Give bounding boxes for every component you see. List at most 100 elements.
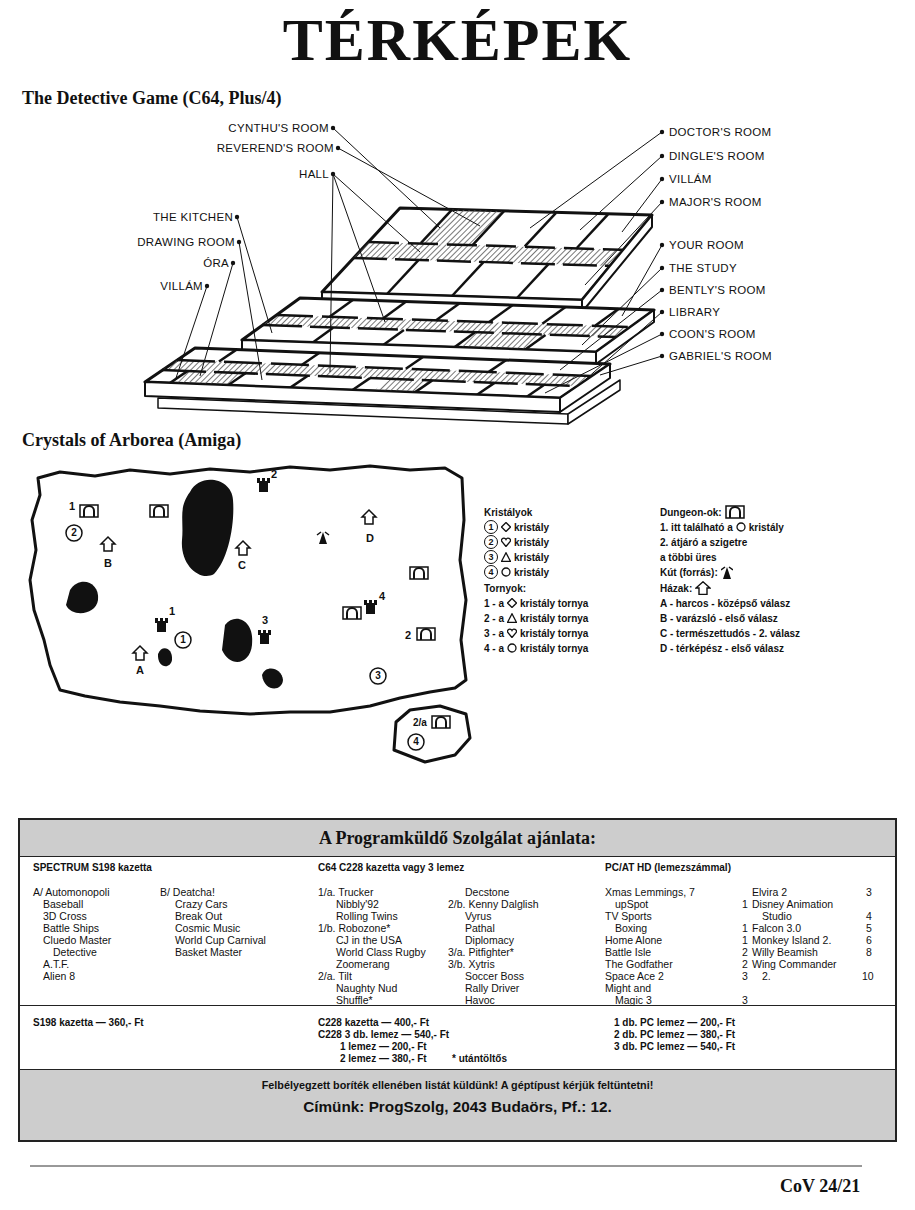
path-shape bbox=[508, 614, 517, 623]
line-shape bbox=[454, 333, 474, 348]
line-shape bbox=[560, 290, 662, 370]
line-shape bbox=[387, 260, 418, 294]
use-shape bbox=[410, 567, 428, 579]
line-shape bbox=[600, 356, 662, 375]
table-item: Home Alone bbox=[605, 934, 662, 946]
table-item: 3D Cross bbox=[43, 910, 87, 922]
key-text: a többi üres bbox=[660, 552, 717, 563]
key-row: 2 kristály bbox=[484, 535, 549, 549]
path-shape bbox=[723, 567, 731, 579]
legend-text: Házak: bbox=[660, 583, 692, 594]
use-shape bbox=[150, 505, 168, 517]
circle-shape bbox=[660, 332, 664, 336]
price-line: S198 kazetta — 360,- Ft bbox=[33, 1017, 144, 1029]
band-text: Címünk: ProgSzolg, 2043 Budaörs, Pf.: 12… bbox=[20, 1098, 895, 1116]
circle-shape bbox=[660, 266, 664, 270]
key-row: Kút (forrás): bbox=[660, 565, 733, 579]
disk-count: 5 bbox=[866, 922, 872, 934]
use-shape bbox=[362, 510, 376, 524]
room-label: COON'S ROOM bbox=[669, 328, 756, 341]
table-item: Nibbly'92 bbox=[336, 898, 379, 910]
legend-text: kristály bbox=[514, 552, 549, 563]
line-shape bbox=[353, 378, 371, 390]
line-shape bbox=[333, 174, 385, 322]
table-item: World Class Rugby bbox=[336, 946, 426, 958]
table-item: Monkey Island 2. bbox=[752, 934, 831, 946]
line-shape bbox=[542, 307, 565, 324]
line-shape bbox=[436, 303, 459, 320]
line-shape bbox=[530, 132, 662, 228]
disk-count: 4 bbox=[866, 910, 872, 922]
legend-text: kristály bbox=[514, 567, 549, 578]
circle-shape bbox=[235, 215, 239, 219]
room-label: LIBRARY bbox=[669, 306, 720, 319]
map-number: 2 bbox=[405, 629, 411, 642]
key-row: 2 - akristály tornya bbox=[484, 611, 588, 625]
polygon-shape bbox=[162, 360, 592, 386]
table-item: Cluedo Master Detective bbox=[43, 934, 123, 958]
circled-number: 2 bbox=[484, 535, 498, 549]
line-shape bbox=[585, 202, 662, 285]
price-line: 1 lemez — 200,- Ft bbox=[340, 1041, 427, 1053]
use-shape bbox=[258, 630, 271, 644]
disk-count: 2 bbox=[742, 946, 748, 958]
disk-count: 3 bbox=[742, 994, 748, 1006]
circle-shape bbox=[331, 126, 335, 130]
panel-heading: A Programküldő Szolgálat ajánlata: bbox=[20, 820, 895, 857]
line-shape bbox=[170, 371, 188, 383]
table-item: The Godfather bbox=[605, 958, 673, 970]
circled-number: 4 bbox=[484, 565, 498, 579]
house-letter: B bbox=[104, 557, 112, 570]
circled-number: 3 bbox=[484, 550, 498, 564]
circle-shape bbox=[205, 284, 209, 288]
key-text: 1. itt található a bbox=[660, 522, 733, 533]
table-item: Rally Driver bbox=[465, 982, 519, 994]
line-shape bbox=[330, 174, 333, 372]
key-row: a többi üres bbox=[660, 550, 717, 564]
key-row: 1kristály bbox=[484, 520, 549, 534]
key-text: 1 - a bbox=[484, 598, 504, 609]
table-item: 1/b. Robozone* bbox=[318, 922, 390, 934]
use-shape bbox=[80, 505, 98, 517]
tower-number: 4 bbox=[379, 590, 385, 603]
path-shape bbox=[721, 567, 733, 570]
disk-count: 1 bbox=[742, 934, 748, 946]
legend-text: kristály bbox=[514, 522, 549, 533]
table-item: Battle Ships bbox=[43, 922, 99, 934]
line-shape bbox=[545, 334, 662, 393]
path-shape bbox=[696, 582, 710, 595]
disk-count: 3 bbox=[742, 970, 748, 982]
circle-shape bbox=[175, 632, 191, 648]
price-line: C228 kazetta — 400,- Ft bbox=[318, 1017, 429, 1029]
circle-shape bbox=[660, 200, 664, 204]
page-number: CoV 24/21 bbox=[780, 1176, 860, 1197]
use-shape bbox=[257, 478, 270, 492]
table-item: Zoomerang bbox=[336, 958, 390, 970]
line-shape bbox=[527, 385, 545, 397]
polygon-shape bbox=[353, 242, 629, 266]
line-shape bbox=[333, 128, 440, 228]
house-letter: C bbox=[238, 559, 246, 572]
legend-text: kristály bbox=[514, 537, 549, 548]
table-item: Elvira 2 bbox=[752, 886, 787, 898]
use-shape bbox=[432, 716, 450, 728]
path-shape bbox=[508, 629, 517, 637]
table-item: Crazy Cars bbox=[175, 898, 228, 910]
table-item: A.T.F. bbox=[43, 958, 69, 970]
line-shape bbox=[200, 263, 233, 376]
band-text: Felbélyegzett boríték ellenében listát k… bbox=[20, 1079, 895, 1091]
line-shape bbox=[302, 353, 320, 365]
path-shape bbox=[182, 480, 233, 576]
disk-count: 3 bbox=[866, 886, 872, 898]
line-shape bbox=[338, 148, 480, 226]
room-label: MAJOR'S ROOM bbox=[669, 196, 762, 209]
table-item: Naughty Nud bbox=[336, 982, 397, 994]
price-line: 2 lemez — 380,- Ft bbox=[340, 1053, 427, 1065]
polygon-shape bbox=[582, 215, 652, 312]
line-shape bbox=[333, 174, 420, 252]
line-shape bbox=[525, 213, 556, 247]
key-row: C - természettudós - 2. válasz bbox=[660, 626, 800, 640]
table-item: Break Out bbox=[175, 910, 222, 922]
room-label: REVEREND'S ROOM bbox=[217, 142, 334, 155]
circle-shape bbox=[660, 154, 664, 158]
